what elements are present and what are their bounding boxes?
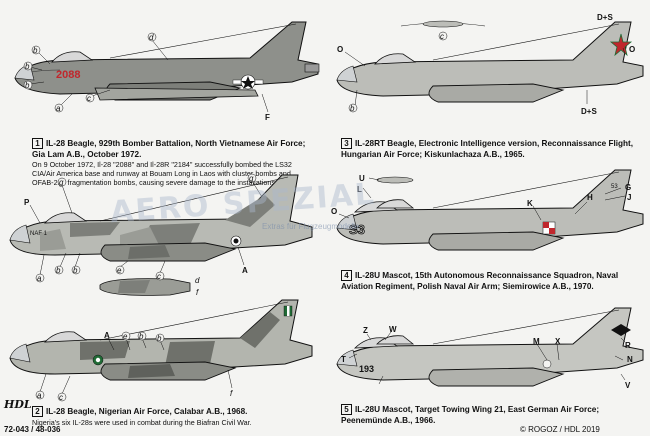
callout-6-6: e <box>117 266 122 275</box>
callout-1-2: b <box>25 62 30 71</box>
profile-2-title: IL-28 Beagle, Nigerian Air Force, Calaba… <box>46 407 248 416</box>
callout-6-0: g <box>59 178 64 187</box>
callout-6-5: a <box>37 274 42 283</box>
profile-1-aircraft: 2088 b d b b a c F <box>14 21 320 122</box>
callout-6-4: b <box>73 266 78 275</box>
callout-3-3: c <box>440 32 444 41</box>
callout-4-1: L <box>357 185 362 194</box>
profile-4-aircraft: S3 53 U L G J O K H <box>331 169 644 251</box>
profile-3-title: IL-28RT Beagle, Electronic Intelligence … <box>341 139 633 159</box>
callout-6-10: f <box>196 288 199 297</box>
profile-3-number: 3 <box>341 138 352 149</box>
profile-6-aircraft: NAF 1 g P g b b a e c A d f <box>9 173 313 297</box>
serial-193: 193 <box>359 364 374 374</box>
profile-5-title: IL-28U Mascot, Target Towing Wing 21, Ea… <box>341 405 600 425</box>
callout-1-4: a <box>56 104 61 113</box>
callout-6-3: b <box>56 266 61 275</box>
catalog-number: 72-043 / 48-036 <box>4 425 61 434</box>
callout-6-7: c <box>157 272 161 281</box>
callout-6-9: d <box>195 276 200 285</box>
callout-2-6: f <box>230 389 233 398</box>
callout-5-0: T <box>341 355 346 364</box>
callout-4-0: U <box>359 174 365 183</box>
serial-s3: S3 <box>349 222 365 237</box>
callout-3-5: D+S <box>581 107 597 116</box>
callout-1-5: c <box>87 94 91 103</box>
hdl-logo: HDL <box>4 398 32 411</box>
callout-5-5: R <box>625 341 631 350</box>
profile-1-note: On 9 October 1972, Il-28 "2088" and Il-2… <box>32 160 292 187</box>
profile-4-number: 4 <box>341 270 352 281</box>
callout-6-8: A <box>242 266 248 275</box>
callout-5-2: W <box>389 325 397 334</box>
profile-2-note: Nigeria's six IL-28s were used in combat… <box>32 417 252 427</box>
callout-3-2: O <box>629 45 635 54</box>
callout-2-1: e <box>123 332 128 341</box>
profile-5-aircraft: 193 T Z W M X R N V <box>336 307 644 390</box>
profile-2-number: 2 <box>32 406 43 417</box>
callout-2-5: c <box>59 393 63 402</box>
profile-1-title: IL-28 Beagle, 929th Bomber Battalion, No… <box>32 139 306 159</box>
callout-5-6: N <box>627 355 633 364</box>
callout-3-4: b <box>350 104 355 113</box>
callout-5-4: X <box>555 337 561 346</box>
callout-1-1: d <box>149 33 154 42</box>
callout-3-1: O <box>337 45 343 54</box>
profile-5-number: 5 <box>341 404 352 415</box>
watermark-subtitle: Extras für Flugzeugmodelle <box>262 222 360 231</box>
callout-1-6: F <box>265 113 270 122</box>
callout-4-5: K <box>527 199 533 208</box>
callout-6-1: P <box>24 198 30 207</box>
callout-2-3: b <box>157 334 162 343</box>
copyright: © ROGOZ / HDL 2019 <box>520 425 600 434</box>
profile-4-title: IL-28U Mascot, 15th Autonomous Reconnais… <box>341 271 619 291</box>
callout-1-0: b <box>33 46 38 55</box>
callout-4-6: H <box>587 193 593 202</box>
profile-1-number: 1 <box>32 138 43 149</box>
callout-5-7: V <box>625 381 631 390</box>
callout-5-3: M <box>533 337 540 346</box>
callout-2-0: A <box>104 331 110 340</box>
svg-text:53: 53 <box>611 184 618 190</box>
callout-4-4: O <box>331 207 337 216</box>
callout-4-2: G <box>625 183 631 192</box>
profile-3-aircraft: D+S O O c b D+S <box>336 13 644 116</box>
profile-2-aircraft: A e b b a c f <box>9 299 313 402</box>
serial-naf: NAF 1 <box>30 231 48 237</box>
callout-2-2: b <box>139 332 144 341</box>
callout-1-3: b <box>25 81 30 90</box>
callout-5-1: Z <box>363 326 368 335</box>
callout-4-3: J <box>627 193 631 202</box>
callout-6-2: g <box>249 174 254 183</box>
callout-2-4: a <box>37 391 42 400</box>
serial-2088: 2088 <box>56 69 80 81</box>
callout-3-0: D+S <box>597 13 613 22</box>
